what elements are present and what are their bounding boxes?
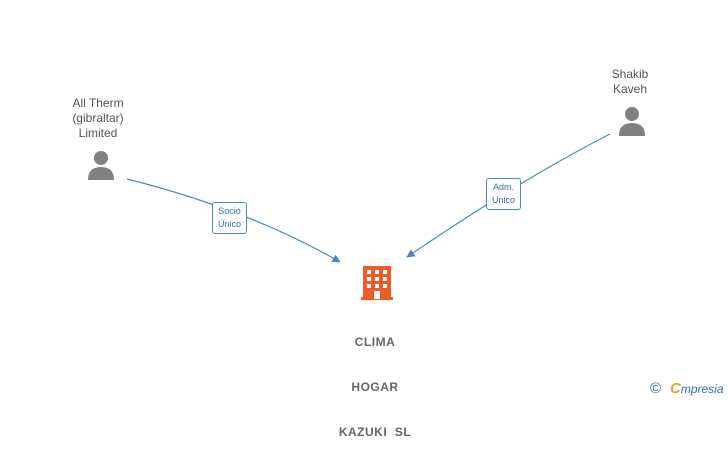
edge-label-line: Socio <box>218 206 241 216</box>
edge-label-socio-unico: Socio Único <box>212 202 248 234</box>
label-line: Limited <box>78 126 118 140</box>
person-label-all-therm[interactable]: All Therm (gibraltar) Limited <box>48 96 148 141</box>
label-line: Shakib <box>611 67 649 81</box>
brand-name: mpresia <box>680 382 724 396</box>
relationship-diagram <box>88 107 645 300</box>
label-line: (gibraltar) <box>72 111 124 125</box>
edge-label-line: Adm. <box>493 182 515 192</box>
company-label-clima-hogar-kazuki[interactable]: CLIMA HOGAR KAZUKI SL <box>315 305 435 455</box>
building-icon[interactable] <box>361 266 393 300</box>
person-icon[interactable] <box>88 151 114 180</box>
label-line: KAZUKI SL <box>338 425 412 439</box>
edge-label-line: Único <box>218 219 242 229</box>
label-line: Kaveh <box>612 82 648 96</box>
label-line: All Therm <box>72 96 124 110</box>
label-line: HOGAR <box>351 380 399 394</box>
edge-label-line: Unico <box>492 195 516 205</box>
brand-initial: C <box>670 380 681 397</box>
edge-label-adm-unico: Adm. Unico <box>486 178 522 210</box>
brand-logo[interactable]: Cmpresia <box>670 380 724 398</box>
person-label-shakib-kaveh[interactable]: Shakib Kaveh <box>590 67 670 97</box>
copyright-icon: © <box>650 380 662 397</box>
person-icon[interactable] <box>619 107 645 136</box>
label-line: CLIMA <box>354 335 396 349</box>
